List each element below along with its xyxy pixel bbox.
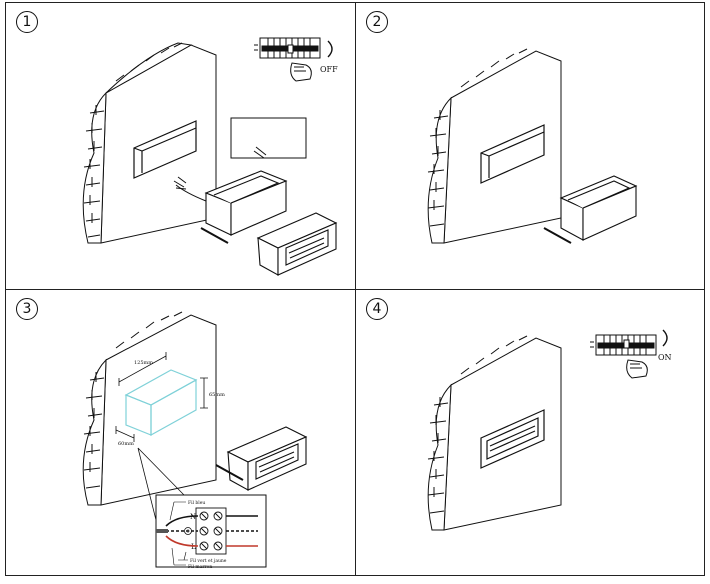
light-fixture — [256, 212, 338, 276]
installed-fixture — [480, 409, 545, 469]
wire-pointers — [169, 501, 188, 566]
brick-wall — [427, 48, 562, 244]
level-line — [200, 227, 229, 244]
flush-box — [559, 175, 638, 241]
cable-ends — [173, 176, 187, 190]
level-line — [215, 464, 244, 481]
hand-icon — [290, 62, 312, 82]
wall-opening — [480, 124, 545, 184]
dimension-lines — [115, 352, 208, 442]
cable — [175, 184, 207, 202]
step-1-panel: 1 — [5, 2, 356, 290]
switch-on-label: ON — [658, 353, 672, 362]
light-fixture — [226, 426, 308, 491]
level-line — [543, 227, 572, 244]
dimension-height: 65mm — [209, 392, 225, 398]
cover-card — [230, 117, 307, 159]
terminal-n: N — [190, 513, 196, 521]
switch-off-label: OFF — [320, 65, 338, 74]
wall-opening — [133, 120, 197, 179]
step-2-number: 2 — [366, 11, 388, 33]
wires — [156, 515, 258, 547]
wire-neutral-label: Fil bleu — [188, 500, 205, 506]
hand-icon — [626, 359, 648, 379]
step-4-drawing: ON — [427, 329, 672, 531]
switch-arrow — [327, 40, 333, 58]
step-3-number: 3 — [16, 298, 38, 320]
step-1-number: 1 — [16, 11, 38, 33]
cutout-outline — [124, 369, 198, 437]
brick-wall — [82, 311, 217, 506]
flush-box — [204, 170, 288, 236]
instruction-grid: 1 — [5, 2, 705, 576]
wire-live-label: Fil marron — [188, 564, 212, 570]
wiring-inset: N L Fil bleu Fil vert et jaune Fil marro… — [155, 494, 267, 570]
step-2-drawing — [427, 48, 638, 244]
step-4-number: 4 — [366, 298, 388, 320]
breaker-panel — [590, 334, 657, 356]
switch-arrow — [662, 329, 668, 347]
dimension-width: 125mm — [134, 360, 153, 366]
breaker-panel — [254, 37, 321, 59]
step-4-panel: 4 — [355, 289, 705, 576]
step-3-drawing: 125mm 65mm 60mm — [82, 311, 308, 570]
wire-earth-label: Fil vert et jaune — [190, 558, 227, 564]
terminal-block — [195, 507, 227, 555]
terminal-l: L — [191, 543, 196, 551]
step-1-drawing: OFF — [82, 37, 338, 276]
leader-lines — [137, 447, 185, 521]
step-3-panel: 3 125mm 65mm 60mm — [5, 289, 356, 576]
dimension-depth: 60mm — [118, 441, 134, 447]
step-2-panel: 2 — [355, 2, 705, 290]
